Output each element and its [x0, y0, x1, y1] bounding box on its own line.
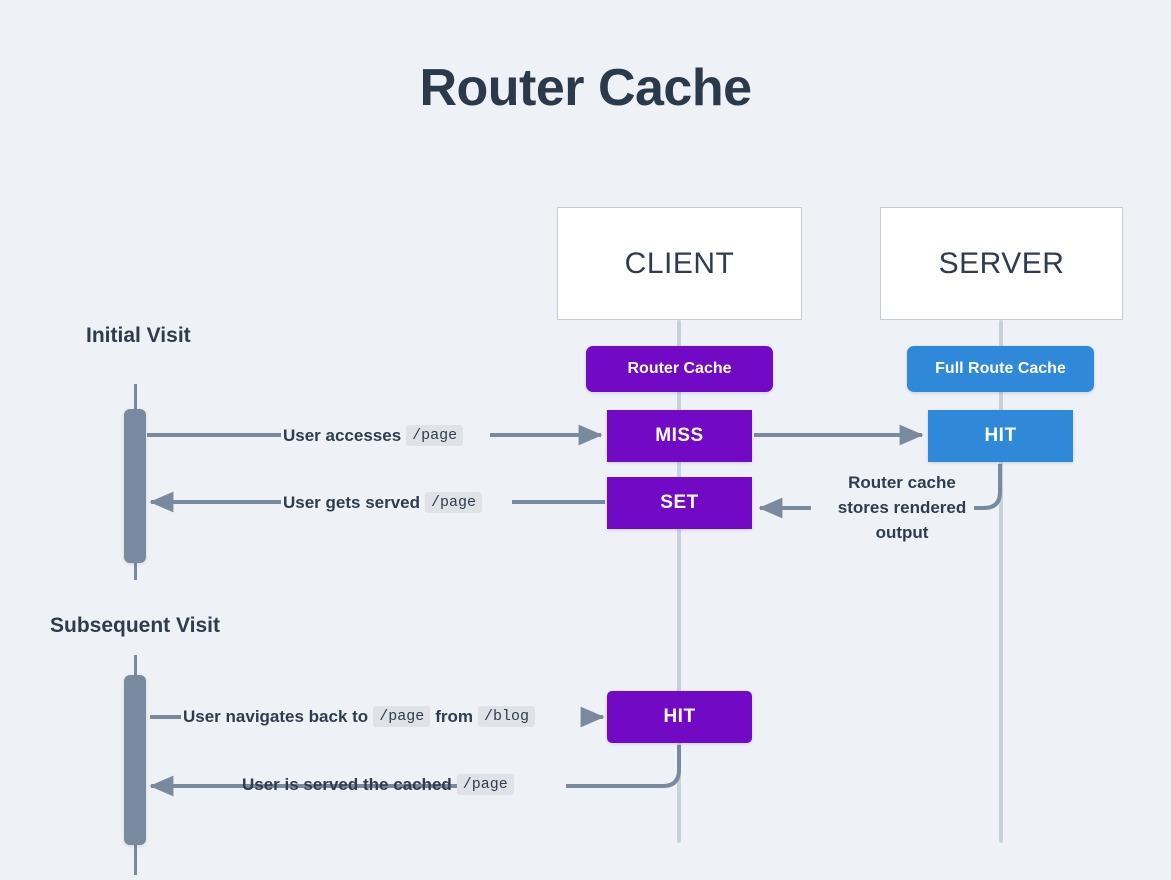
code-chip-page: /page: [406, 425, 464, 446]
state-box-miss: MISS: [607, 410, 752, 462]
state-box-set: SET: [607, 477, 752, 529]
message-user-is-served-cached: User is served the cached /page: [242, 774, 519, 795]
message-text-mid: from: [435, 706, 473, 726]
section-label-initial-visit: Initial Visit: [86, 324, 191, 347]
lifeline-client: [677, 320, 681, 843]
state-box-hit-server: HIT: [928, 410, 1073, 462]
state-box-hit-client: HIT: [607, 691, 752, 743]
message-user-navigates-back: User navigates back to /page from /blog: [183, 706, 540, 727]
page-title: Router Cache: [419, 59, 752, 117]
actor-activation-bar-subsequent: [124, 675, 146, 845]
badge-router-cache: Router Cache: [586, 346, 773, 392]
actor-activation-bar-initial: [124, 409, 146, 563]
message-user-gets-served: User gets served /page: [283, 492, 487, 513]
lifeline-server: [999, 320, 1003, 843]
message-text: User accesses: [283, 425, 402, 445]
message-text: User navigates back to: [183, 706, 369, 726]
message-text: User gets served: [283, 492, 421, 512]
code-chip-blog: /blog: [478, 706, 536, 727]
participant-server: SERVER: [880, 207, 1123, 320]
code-chip-page: /page: [425, 492, 483, 513]
message-text: User is served the cached: [242, 774, 452, 794]
code-chip-page: /page: [373, 706, 431, 727]
participant-client: CLIENT: [557, 207, 802, 320]
section-label-subsequent-visit: Subsequent Visit: [50, 614, 220, 637]
badge-full-route-cache: Full Route Cache: [907, 346, 1094, 392]
note-router-cache-stores-rendered-output: Router cache stores rendered output: [837, 473, 967, 542]
code-chip-page: /page: [456, 774, 514, 795]
message-user-accesses: User accesses /page: [283, 425, 468, 446]
